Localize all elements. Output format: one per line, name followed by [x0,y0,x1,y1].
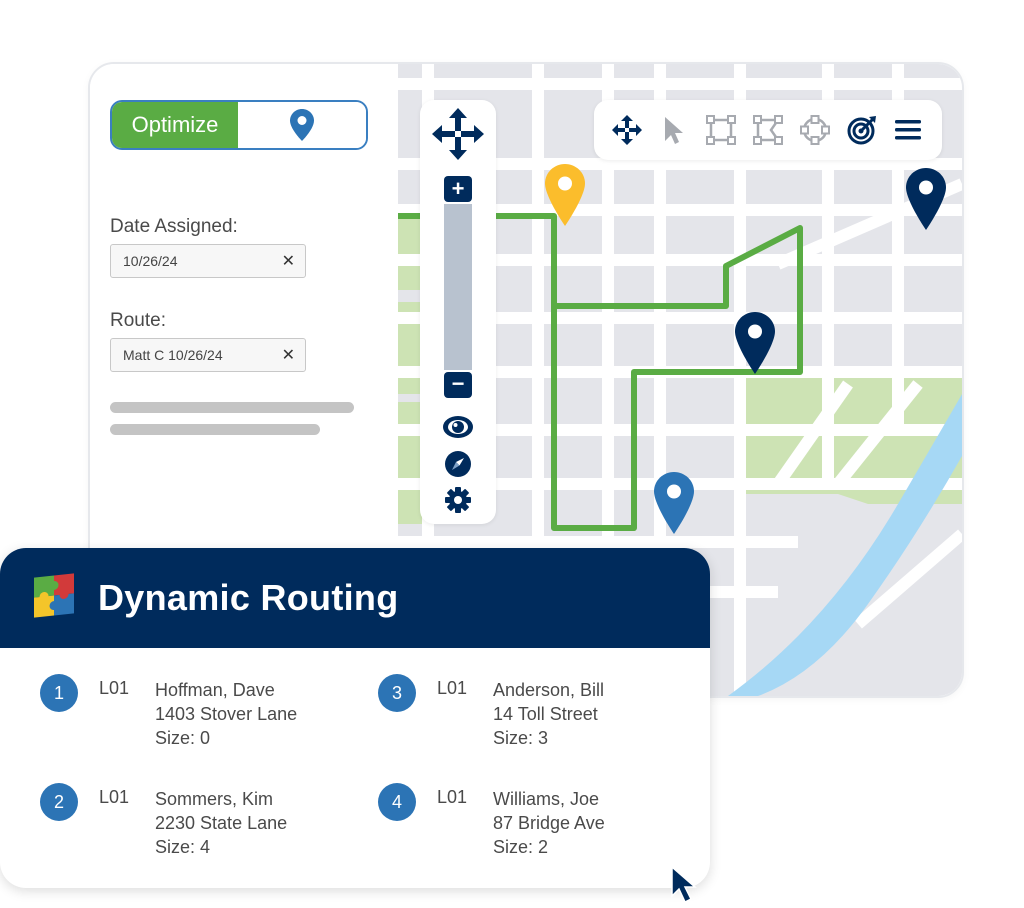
stop-code: L01 [99,678,130,698]
card-header: Dynamic Routing [0,548,710,648]
stop-number-badge: 1 [40,674,78,712]
map-pin-icon [290,109,314,141]
pointer-tool-button[interactable] [657,113,691,147]
card-title: Dynamic Routing [98,577,399,618]
map-navigation-panel: + − [420,100,496,524]
zoom-out-button[interactable]: − [444,372,472,398]
stop-details: Sommers, Kim 2230 State Lane Size: 4 [155,787,287,859]
stop-code: L01 [437,678,468,698]
stop-code: L01 [437,787,468,807]
stop-details: Anderson, Bill 14 Toll Street Size: 3 [493,678,604,750]
date-assigned-label: Date Assigned: [110,216,238,237]
date-assigned-value: 10/26/24 [123,253,178,269]
route-stop[interactable]: 2 L01 Sommers, Kim 2230 State Lane Size:… [40,783,287,859]
stop-name: Williams, Joe [493,789,600,809]
stop-pin [654,472,694,534]
stop-address: 14 Toll Street [493,704,598,724]
polygon-select-button[interactable] [751,113,785,147]
stop-size: Size: 3 [493,728,549,748]
stop-address: 87 Bridge Ave [493,813,605,833]
stop-address: 1403 Stover Lane [155,704,298,724]
date-assigned-field[interactable]: 10/26/24 ✕ [110,244,306,278]
dynamic-routing-card: Dynamic Routing 1 L01 Hoffman, Dave 1403… [0,548,710,888]
settings-gear-icon[interactable] [444,486,472,514]
stop-address: 2230 State Lane [155,813,288,833]
rectangle-select-icon [706,115,737,145]
circle-select-button[interactable] [798,113,832,147]
map-pin-button[interactable] [238,102,366,148]
stop-pin [735,312,775,374]
stop-number-badge: 2 [40,783,78,821]
stop-details: Williams, Joe 87 Bridge Ave Size: 2 [493,787,605,859]
zoom-slider-track[interactable] [444,204,472,370]
eye-icon[interactable] [442,414,474,440]
map-toolbar [594,100,942,160]
target-icon [847,116,876,145]
route-stop[interactable]: 1 L01 Hoffman, Dave 1403 Stover Lane Siz… [40,674,297,750]
route-label: Route: [110,310,166,331]
stop-size: Size: 0 [155,728,211,748]
stop-details: Hoffman, Dave 1403 Stover Lane Size: 0 [155,678,297,750]
pan-icon [612,115,643,145]
stop-name: Anderson, Bill [493,680,605,700]
clear-route-icon[interactable]: ✕ [281,347,295,364]
route-stop[interactable]: 3 L01 Anderson, Bill 14 Toll Street Size… [378,674,604,750]
route-value: Matt C 10/26/24 [123,347,223,363]
zoom-in-button[interactable]: + [444,176,472,202]
compass-icon[interactable] [444,450,472,478]
route-line [398,213,803,531]
optimize-button[interactable]: Optimize [112,102,238,148]
stop-size: Size: 2 [493,837,549,857]
clear-date-icon[interactable]: ✕ [281,253,295,270]
polygon-select-icon [752,115,783,145]
rectangle-select-button[interactable] [704,113,738,147]
route-field[interactable]: Matt C 10/26/24 ✕ [110,338,306,372]
loading-placeholder-line [110,402,354,413]
pointer-icon [665,117,684,144]
menu-icon [895,120,922,140]
start-pin [545,164,585,226]
puzzle-logo-icon [34,573,74,618]
route-stop[interactable]: 4 L01 Williams, Joe 87 Bridge Ave Size: … [378,783,605,859]
circle-select-icon [799,115,830,145]
menu-button[interactable] [891,113,925,147]
stop-code: L01 [99,787,130,807]
pan-arrows-icon[interactable] [432,108,484,160]
stop-name: Sommers, Kim [155,789,274,809]
target-tool-button[interactable] [845,113,879,147]
stop-number-badge: 3 [378,674,416,712]
stop-name: Hoffman, Dave [155,680,275,700]
stop-number-badge: 4 [378,783,416,821]
optimize-toggle-group: Optimize [110,100,368,150]
mouse-cursor-icon [671,866,698,904]
loading-placeholder-line [110,424,320,435]
park-area [744,376,962,504]
stop-pin [906,168,946,230]
stop-size: Size: 4 [155,837,211,857]
pan-tool-button[interactable] [610,113,644,147]
